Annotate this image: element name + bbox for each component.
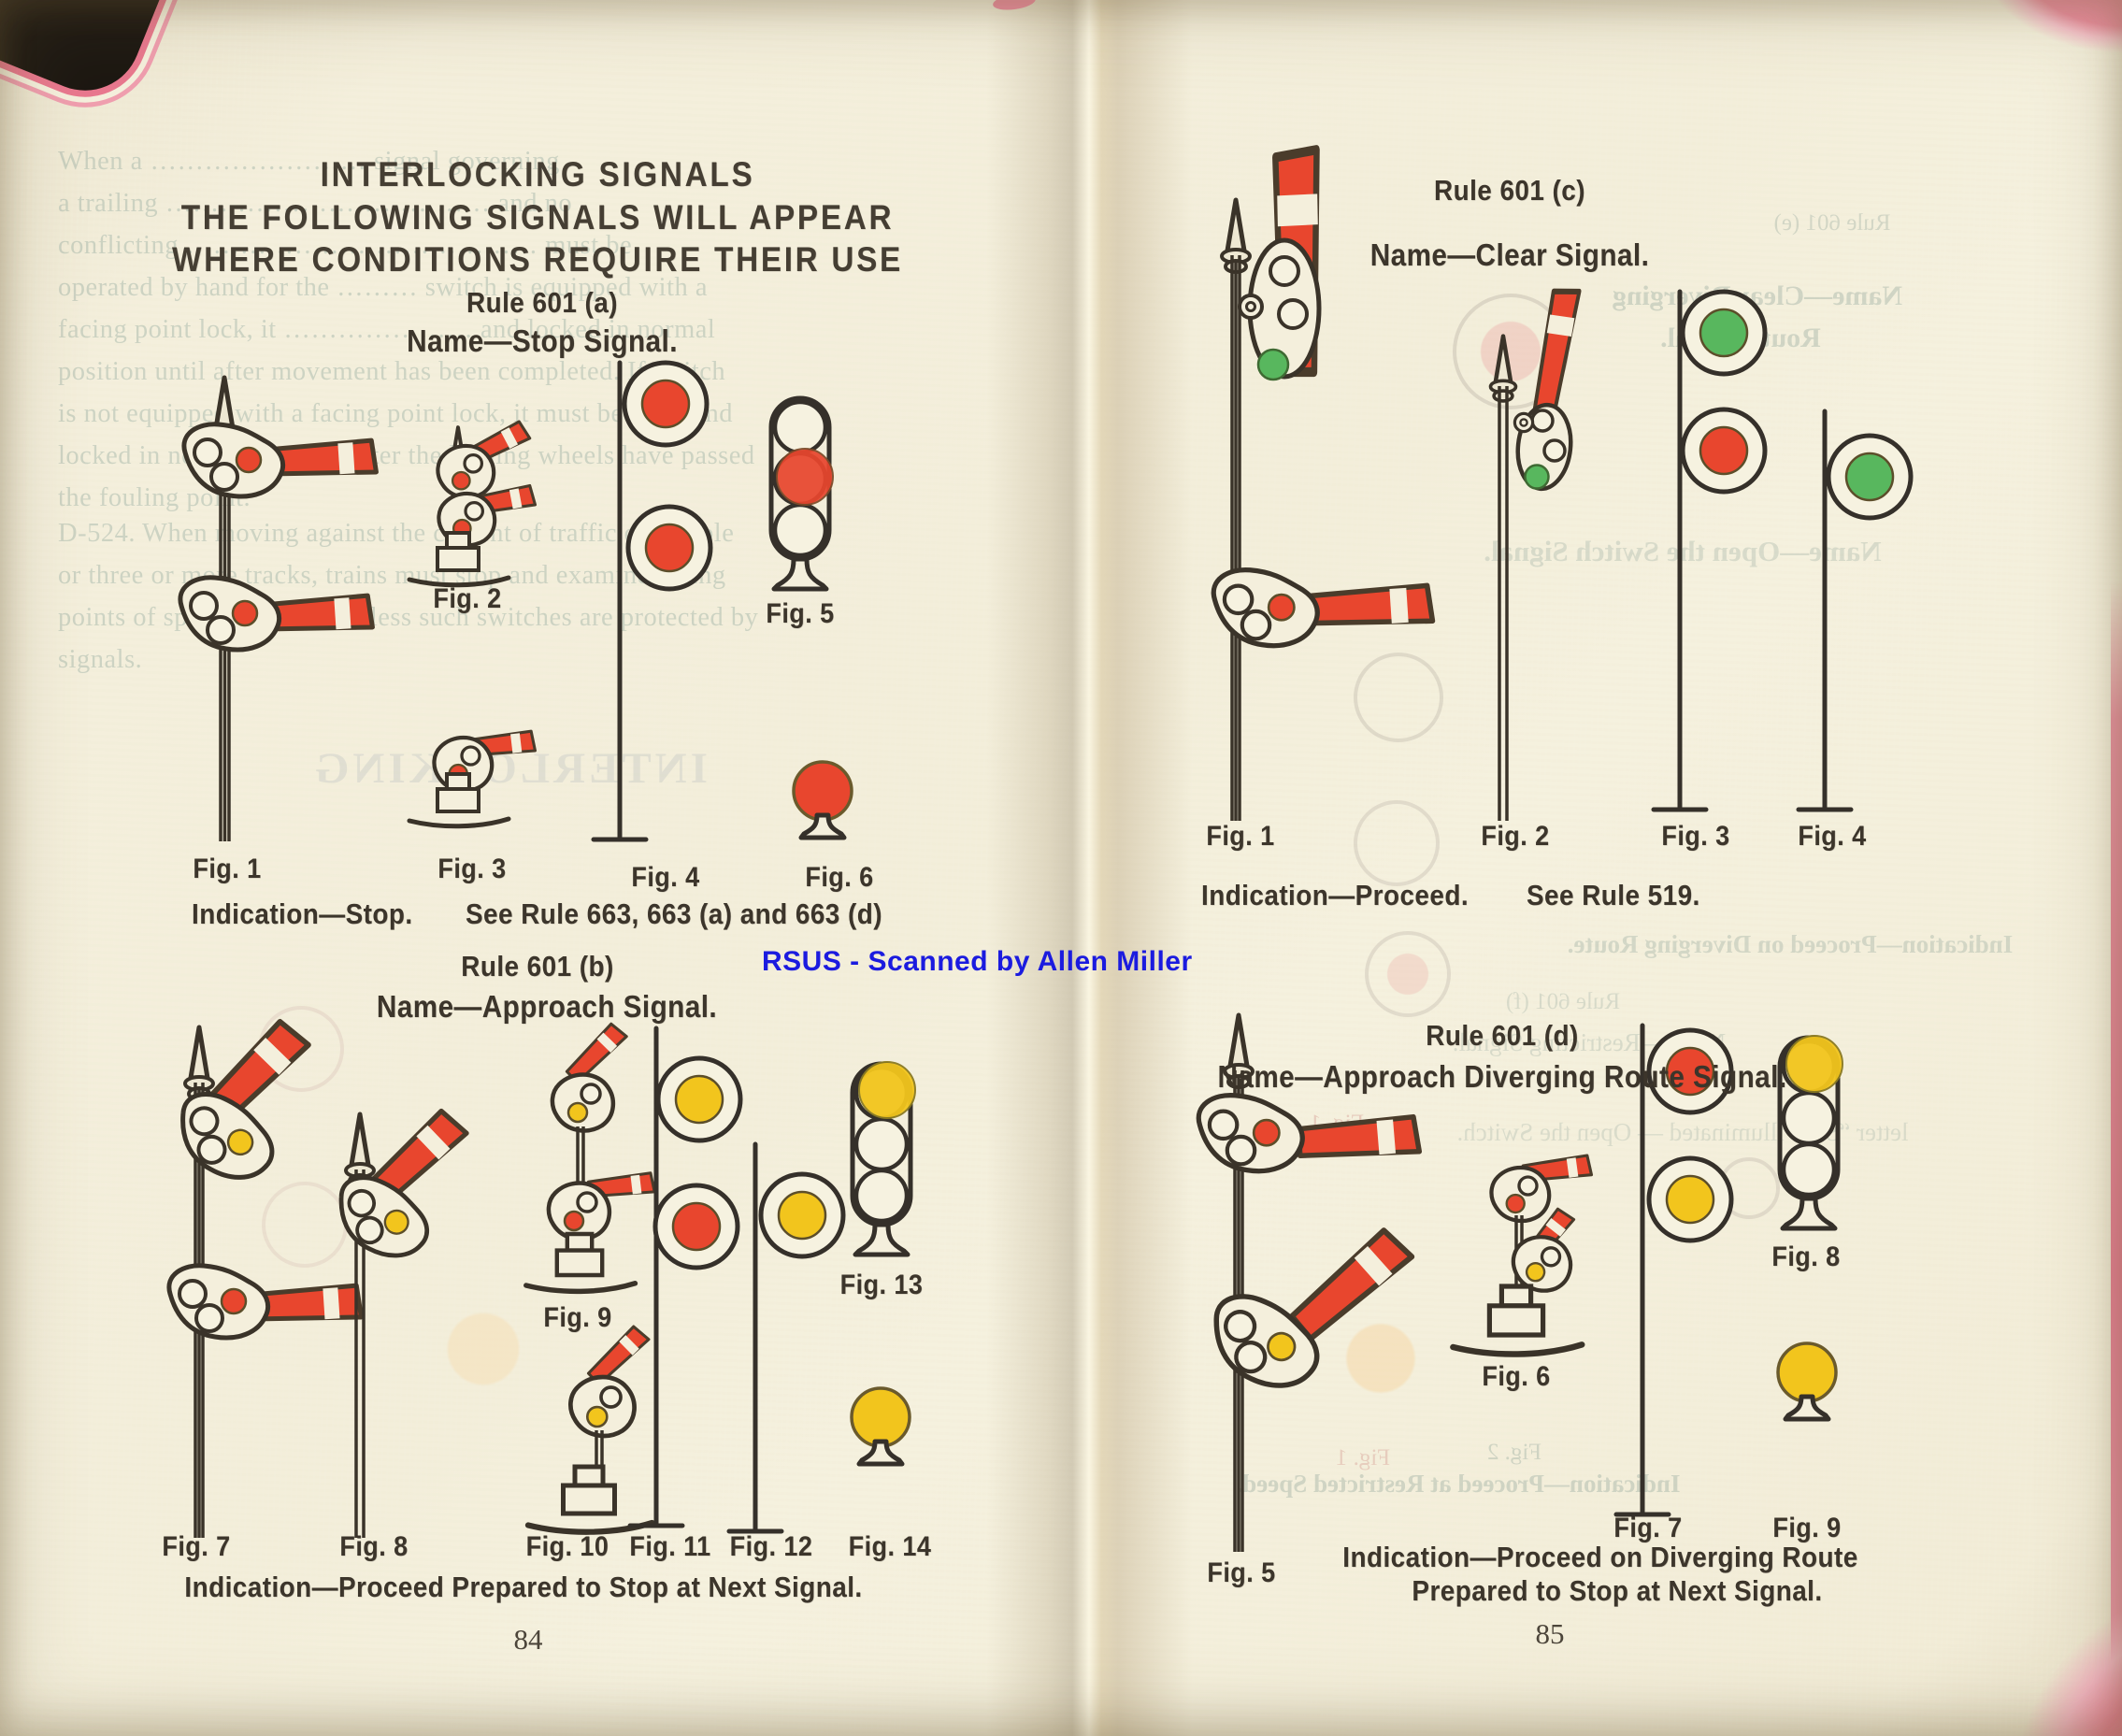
color-light-signal-right-fig8 [1780, 1035, 1843, 1228]
fig-label-left-2: Fig. 2 [433, 583, 502, 614]
ghost-paragraph-d524: D-524. When moving against the current o… [58, 519, 759, 674]
scanner-watermark: RSUS - Scanned by Allen Miller [762, 946, 1193, 977]
fig-label-left-9: Fig. 9 [543, 1302, 612, 1333]
disc-signal-left-fig4 [591, 360, 710, 842]
rule-601c-see-rule: See Rule 519. [1526, 879, 1700, 911]
disc-signal-left-fig12 [726, 1141, 843, 1534]
rule-601a-indication: Indication—Stop. [192, 897, 413, 930]
color-light-signal-left-fig13 [853, 1061, 916, 1255]
fig-label-left-14: Fig. 14 [848, 1531, 932, 1562]
rule-601d-name: Name—Approach Diverging Route Signal. [1217, 1059, 1787, 1094]
fig-label-right-7: Fig. 7 [1613, 1513, 1683, 1543]
page-number-84: 84 [513, 1623, 543, 1656]
page-number-85: 85 [1535, 1617, 1565, 1650]
rule-601c-indication: Indication—Proceed. [1201, 879, 1470, 911]
disc-signal-right-fig9 [1778, 1343, 1836, 1419]
rule-601b-name: Name—Approach Signal. [376, 989, 718, 1024]
fig-label-left-3: Fig. 3 [437, 854, 507, 884]
rule-601b-indication: Indication—Proceed Prepared to Stop at N… [184, 1571, 863, 1603]
fig-label-left-1: Fig. 1 [193, 854, 262, 884]
disc-signal-left-fig14 [852, 1388, 910, 1464]
semaphore-signal-left-fig9 [526, 1021, 656, 1292]
left-heading-line1: INTERLOCKING SIGNALS [320, 155, 755, 194]
rule-601b-title: Rule 601 (b) [461, 950, 614, 983]
left-heading-line3: WHERE CONDITIONS REQUIRE THEIR USE [172, 240, 903, 279]
semaphore-signal-right-fig2 [1491, 287, 1581, 821]
ghost-circle [1339, 1316, 1423, 1400]
disc-signal-right-fig7 [1613, 1023, 1731, 1517]
rule-601d-title: Rule 601 (d) [1426, 1019, 1579, 1052]
semaphore-signal-left-fig10 [528, 1323, 652, 1531]
fig-label-right-4: Fig. 4 [1798, 821, 1867, 852]
fig-label-left-5: Fig. 5 [766, 598, 835, 629]
rule-601d-indication-line1: Indication—Proceed on Diverging Route [1342, 1541, 1858, 1573]
fig-label-right-8: Fig. 8 [1771, 1241, 1841, 1272]
semaphore-signal-right-fig1 [1213, 150, 1432, 821]
fig-label-left-10: Fig. 10 [525, 1531, 609, 1562]
ghost-circle [439, 1305, 527, 1393]
fig-label-left-12: Fig. 12 [729, 1531, 813, 1562]
rule-601c-title: Rule 601 (c) [1433, 174, 1586, 207]
fig-label-left-7: Fig. 7 [162, 1531, 231, 1562]
rule-601a-indication-row: Indication—Stop. See Rule 663, 663 (a) a… [192, 897, 928, 931]
rule-601a-title: Rule 601 (a) [466, 286, 619, 319]
fig-label-right-5: Fig. 5 [1207, 1557, 1276, 1588]
ghost-paragraph-top: When a …………………… signal governing a trail… [58, 147, 755, 512]
rule-601c-name: Name—Clear Signal. [1369, 237, 1650, 272]
disc-signal-left-fig11 [627, 1026, 740, 1528]
ghost-circle [1354, 800, 1440, 886]
semaphore-signal-left-fig2 [409, 419, 538, 585]
fig-label-left-6: Fig. 6 [805, 862, 874, 893]
fig-label-left-8: Fig. 8 [339, 1531, 409, 1562]
left-heading-line2: THE FOLLOWING SIGNALS WILL APPEAR [180, 198, 895, 237]
fig-label-right-6: Fig. 6 [1482, 1361, 1551, 1392]
rule-601d-indication-line2: Prepared to Stop at Next Signal. [1412, 1574, 1823, 1607]
fig-label-right-3: Fig. 3 [1661, 821, 1730, 852]
fig-label-left-4: Fig. 4 [631, 862, 700, 893]
disc-signal-right-fig3 [1651, 289, 1765, 812]
fig-label-right-2: Fig. 2 [1481, 821, 1550, 852]
fig-label-left-13: Fig. 13 [839, 1270, 924, 1300]
fig-label-left-11: Fig. 11 [629, 1531, 711, 1562]
ghost-circle [1365, 931, 1451, 1017]
rule-601a-name: Name—Stop Signal. [407, 323, 678, 358]
disc-signal-left-fig6 [794, 762, 852, 838]
semaphore-signal-left-fig1 [180, 378, 377, 841]
rule-601c-indication-row: Indication—Proceed. See Rule 519. [1201, 879, 1719, 912]
color-light-signal-left-fig5 [771, 398, 834, 589]
semaphore-signal-right-fig6 [1453, 1154, 1594, 1355]
fig-label-right-9: Fig. 9 [1772, 1513, 1842, 1543]
semaphore-signal-left-fig8 [327, 1109, 466, 1538]
ghost-circle [1354, 653, 1443, 742]
fig-label-right-1: Fig. 1 [1206, 821, 1275, 852]
semaphore-signal-right-fig5 [1198, 1015, 1419, 1552]
disc-signal-right-fig4 [1796, 409, 1911, 812]
rule-601a-see-rule: See Rule 663, 663 (a) and 663 (d) [465, 897, 882, 930]
semaphore-signal-left-fig3 [409, 729, 538, 826]
semaphore-signal-left-fig7 [167, 1019, 362, 1538]
